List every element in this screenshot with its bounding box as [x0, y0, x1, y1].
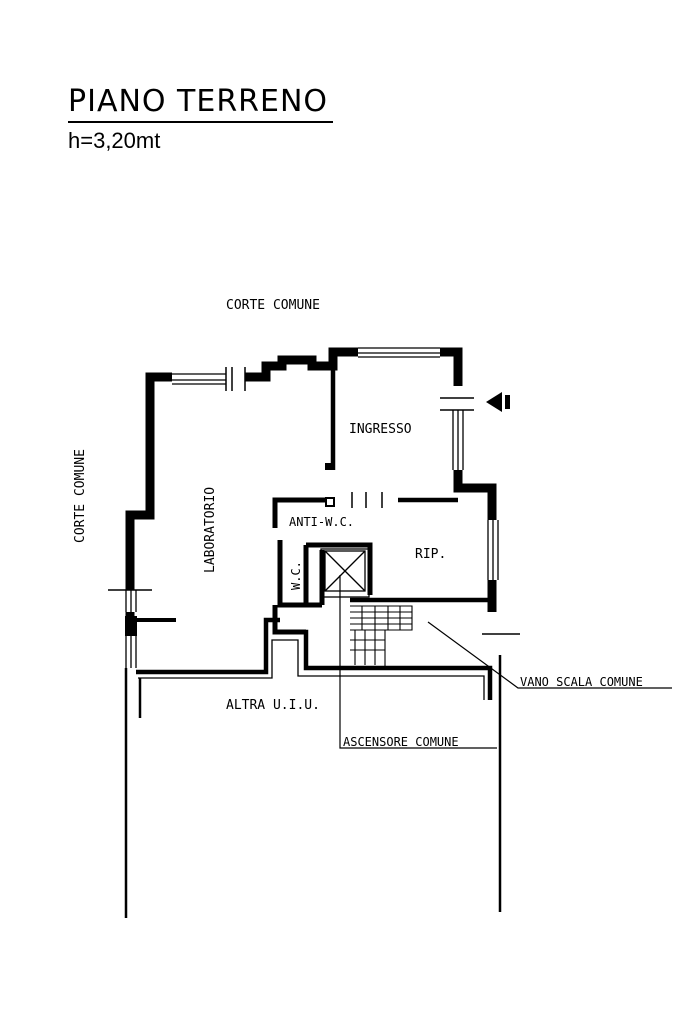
height-note: h=3,20mt	[68, 128, 161, 153]
plan-title: PIANO TERRENO	[68, 84, 329, 119]
thin-walls	[125, 347, 499, 668]
interior-walls	[330, 366, 492, 603]
opening-markers	[108, 367, 520, 635]
label-anti-wc: ANTI-W.C.	[289, 515, 354, 529]
fixture-marker	[325, 463, 331, 470]
label-wc: W.C.	[289, 561, 303, 590]
lower-thin-walls	[138, 639, 485, 700]
lower-walls	[136, 617, 493, 700]
fixture-marker	[325, 497, 335, 507]
label-corte-comune-top: CORTE COMUNE	[226, 298, 320, 313]
label-rip: RIP.	[415, 547, 446, 562]
leader-lines	[339, 575, 672, 749]
entrance-arrow-icon	[486, 392, 510, 412]
exterior-walls	[125, 347, 497, 635]
label-altra-uiu: ALTRA U.I.U.	[226, 698, 320, 713]
label-ingresso: INGRESSO	[349, 422, 412, 437]
label-corte-comune-left: CORTE COMUNE	[73, 449, 88, 543]
stairs	[350, 605, 413, 668]
title-underline	[68, 121, 333, 123]
label-vano-scala-comune: VANO SCALA COMUNE	[520, 675, 643, 689]
elevator-shaft	[320, 548, 370, 598]
door-stub	[125, 616, 137, 636]
boundary-lines	[124, 655, 502, 918]
label-ascensore-comune: ASCENSORE COMUNE	[343, 735, 459, 749]
label-laboratorio: LABORATORIO	[203, 487, 218, 573]
